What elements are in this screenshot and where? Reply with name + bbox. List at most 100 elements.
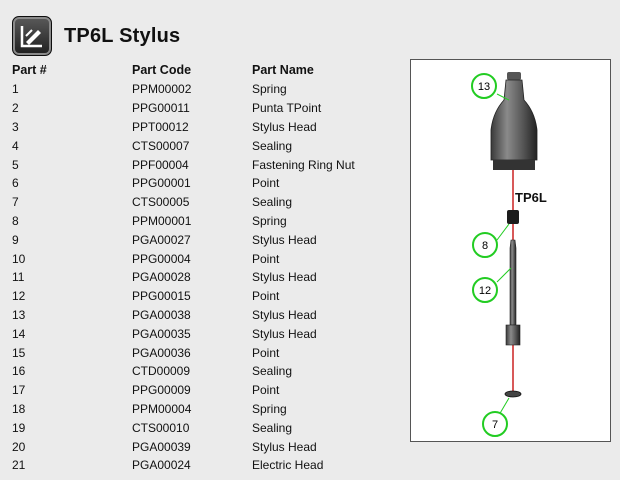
part-name-cell: Spring (252, 82, 287, 97)
part-number-cell: 21 (12, 458, 26, 473)
part-code-cell: PPM00001 (132, 213, 192, 228)
part-number-cell: 12 (12, 289, 26, 304)
callout-8: 8 (472, 232, 498, 258)
table-row: 10 PPG00004 Point (12, 249, 402, 268)
table-row: 20 PGA00039 Stylus Head (12, 437, 402, 456)
table-row: 5 PPF00004 Fastening Ring Nut (12, 155, 402, 174)
callout-leader-7 (498, 397, 510, 416)
part-name-cell: Stylus Head (252, 232, 317, 247)
column-header-part-number: Part # (12, 63, 47, 77)
part-name-cell: Point (252, 289, 280, 304)
part-number-cell: 19 (12, 420, 26, 435)
model-label: TP6L (515, 190, 547, 205)
part-code-cell: PGA00027 (132, 232, 191, 247)
part-number-cell: 6 (12, 176, 19, 191)
part-code-cell: CTS00007 (132, 138, 190, 153)
part-number-cell: 18 (12, 401, 26, 416)
part-number-cell: 9 (12, 232, 19, 247)
page-header: TP6L Stylus (12, 16, 180, 56)
part-code-cell: PPG00004 (132, 251, 191, 266)
part-code-cell: PGA00036 (132, 345, 191, 360)
part-code-cell: PPG00009 (132, 383, 191, 398)
part-name-cell: Spring (252, 213, 287, 228)
table-row: 9 PGA00027 Stylus Head (12, 230, 402, 249)
part-number-cell: 20 (12, 439, 26, 454)
part-name-cell: Point (252, 383, 280, 398)
part-number-cell: 2 (12, 101, 19, 116)
svg-text:7: 7 (492, 419, 498, 431)
part-number-cell: 13 (12, 307, 26, 322)
part-name-cell: Stylus Head (252, 326, 317, 341)
part-name-cell: Sealing (252, 420, 293, 435)
part-code-cell: PGA00035 (132, 326, 191, 341)
part-code-cell: PGA00028 (132, 270, 191, 285)
part-code-cell: PPG00001 (132, 176, 191, 191)
callout-7: 7 (482, 411, 508, 437)
callout-leader-8 (496, 223, 510, 241)
table-row: 19 CTS00010 Sealing (12, 418, 402, 437)
callout-12: 12 (472, 277, 498, 303)
sealing-part (504, 390, 522, 398)
stylus-tool-icon (12, 16, 52, 56)
part-code-cell: PPM00002 (132, 82, 192, 97)
spring-part (507, 210, 519, 224)
table-row: 6 PPG00001 Point (12, 174, 402, 193)
table-header: Part # Part Code Part Name (12, 60, 402, 80)
part-name-cell: Punta TPoint (252, 101, 322, 116)
part-number-cell: 8 (12, 213, 19, 228)
part-code-cell: PGA00039 (132, 439, 191, 454)
part-code-cell: PGA00024 (132, 458, 191, 473)
callout-leader-12 (496, 267, 512, 283)
part-code-cell: PPM00004 (132, 401, 192, 416)
part-number-cell: 4 (12, 138, 19, 153)
column-header-part-code: Part Code (132, 63, 192, 77)
part-number-cell: 5 (12, 157, 19, 172)
part-name-cell: Sealing (252, 138, 293, 153)
part-name-cell: Stylus Head (252, 270, 317, 285)
point-rod-part (505, 239, 521, 346)
svg-text:8: 8 (482, 240, 488, 252)
part-name-cell: Point (252, 176, 280, 191)
part-number-cell: 1 (12, 82, 19, 97)
part-name-cell: Stylus Head (252, 307, 317, 322)
part-number-cell: 16 (12, 364, 26, 379)
callout-leader-13 (496, 93, 510, 101)
exploded-view-drawing: TP6L 13 8 12 (471, 72, 547, 437)
table-row: 2 PPG00011 Punta TPoint (12, 99, 402, 118)
part-code-cell: CTS00010 (132, 420, 190, 435)
page-title: TP6L Stylus (64, 24, 181, 47)
part-name-cell: Electric Head (252, 458, 324, 473)
column-header-part-name: Part Name (252, 63, 314, 77)
part-name-cell: Sealing (252, 364, 293, 379)
table-row: 17 PPG00009 Point (12, 381, 402, 400)
part-number-cell: 17 (12, 383, 26, 398)
part-name-cell: Point (252, 251, 280, 266)
exploded-diagram: TP6L 13 8 12 (410, 59, 611, 442)
callout-13: 13 (471, 73, 497, 99)
part-code-cell: PPF00004 (132, 157, 189, 172)
svg-text:12: 12 (479, 285, 491, 297)
part-name-cell: Sealing (252, 195, 293, 210)
part-number-cell: 14 (12, 326, 26, 341)
table-row: 14 PGA00035 Stylus Head (12, 324, 402, 343)
part-name-cell: Fastening Ring Nut (252, 157, 355, 172)
part-code-cell: PPG00011 (132, 101, 190, 116)
part-number-cell: 3 (12, 119, 19, 134)
svg-text:13: 13 (478, 81, 490, 93)
table-row: 8 PPM00001 Spring (12, 212, 402, 231)
table-row: 1 PPM00002 Spring (12, 80, 402, 99)
table-row: 21 PGA00024 Electric Head (12, 456, 402, 475)
part-name-cell: Stylus Head (252, 439, 317, 454)
part-number-cell: 10 (12, 251, 26, 266)
part-name-cell: Point (252, 345, 280, 360)
part-code-cell: CTS00005 (132, 195, 190, 210)
